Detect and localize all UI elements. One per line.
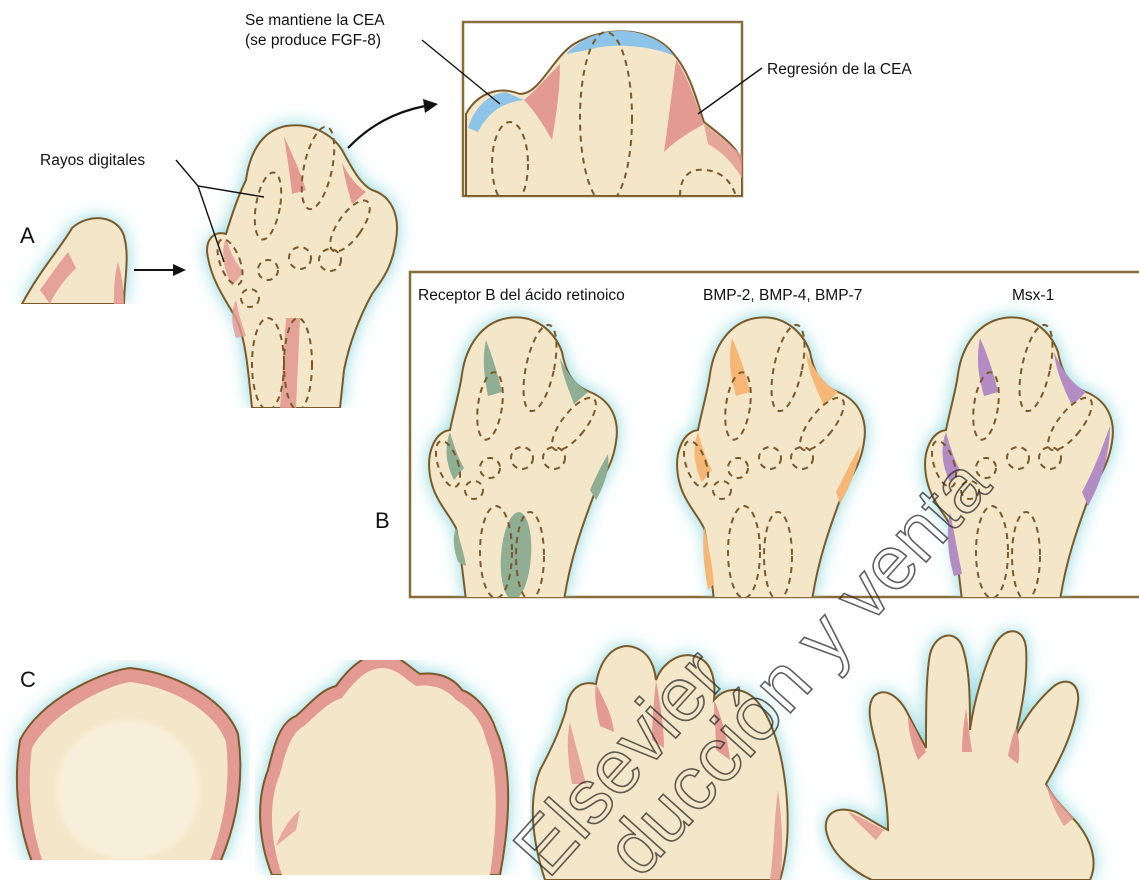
panel-label-c: C [20,667,36,692]
column-label-msx1: Msx-1 [1012,287,1054,304]
hand-plate-stage-1 [17,668,240,880]
column-label-retinoic-receptor: Receptor B del ácido retinoico [418,287,625,304]
panel-label-a: A [20,223,35,248]
aer-maintained-line1: Se mantiene la CEA [245,12,385,29]
hand-retinoic-receptor [429,317,617,601]
arrow-to-inset [348,99,438,148]
arrow-bud-to-hand [134,264,186,276]
hand-plate-stage-2 [260,654,508,875]
limb-bud-small [22,218,127,304]
hand-plate-stage-4 [826,631,1094,880]
hand-bmp [677,317,865,600]
column-label-bmp: BMP-2, BMP-4, BMP-7 [703,287,862,304]
aer-maintained-line2: (se produce FGF-8) [245,32,381,49]
digital-rays-label: Rayos digitales [40,152,145,169]
limb-hand-early [207,124,397,410]
aer-regression-label: Regresión de la CEA [767,61,912,78]
panel-label-b: B [375,508,390,533]
